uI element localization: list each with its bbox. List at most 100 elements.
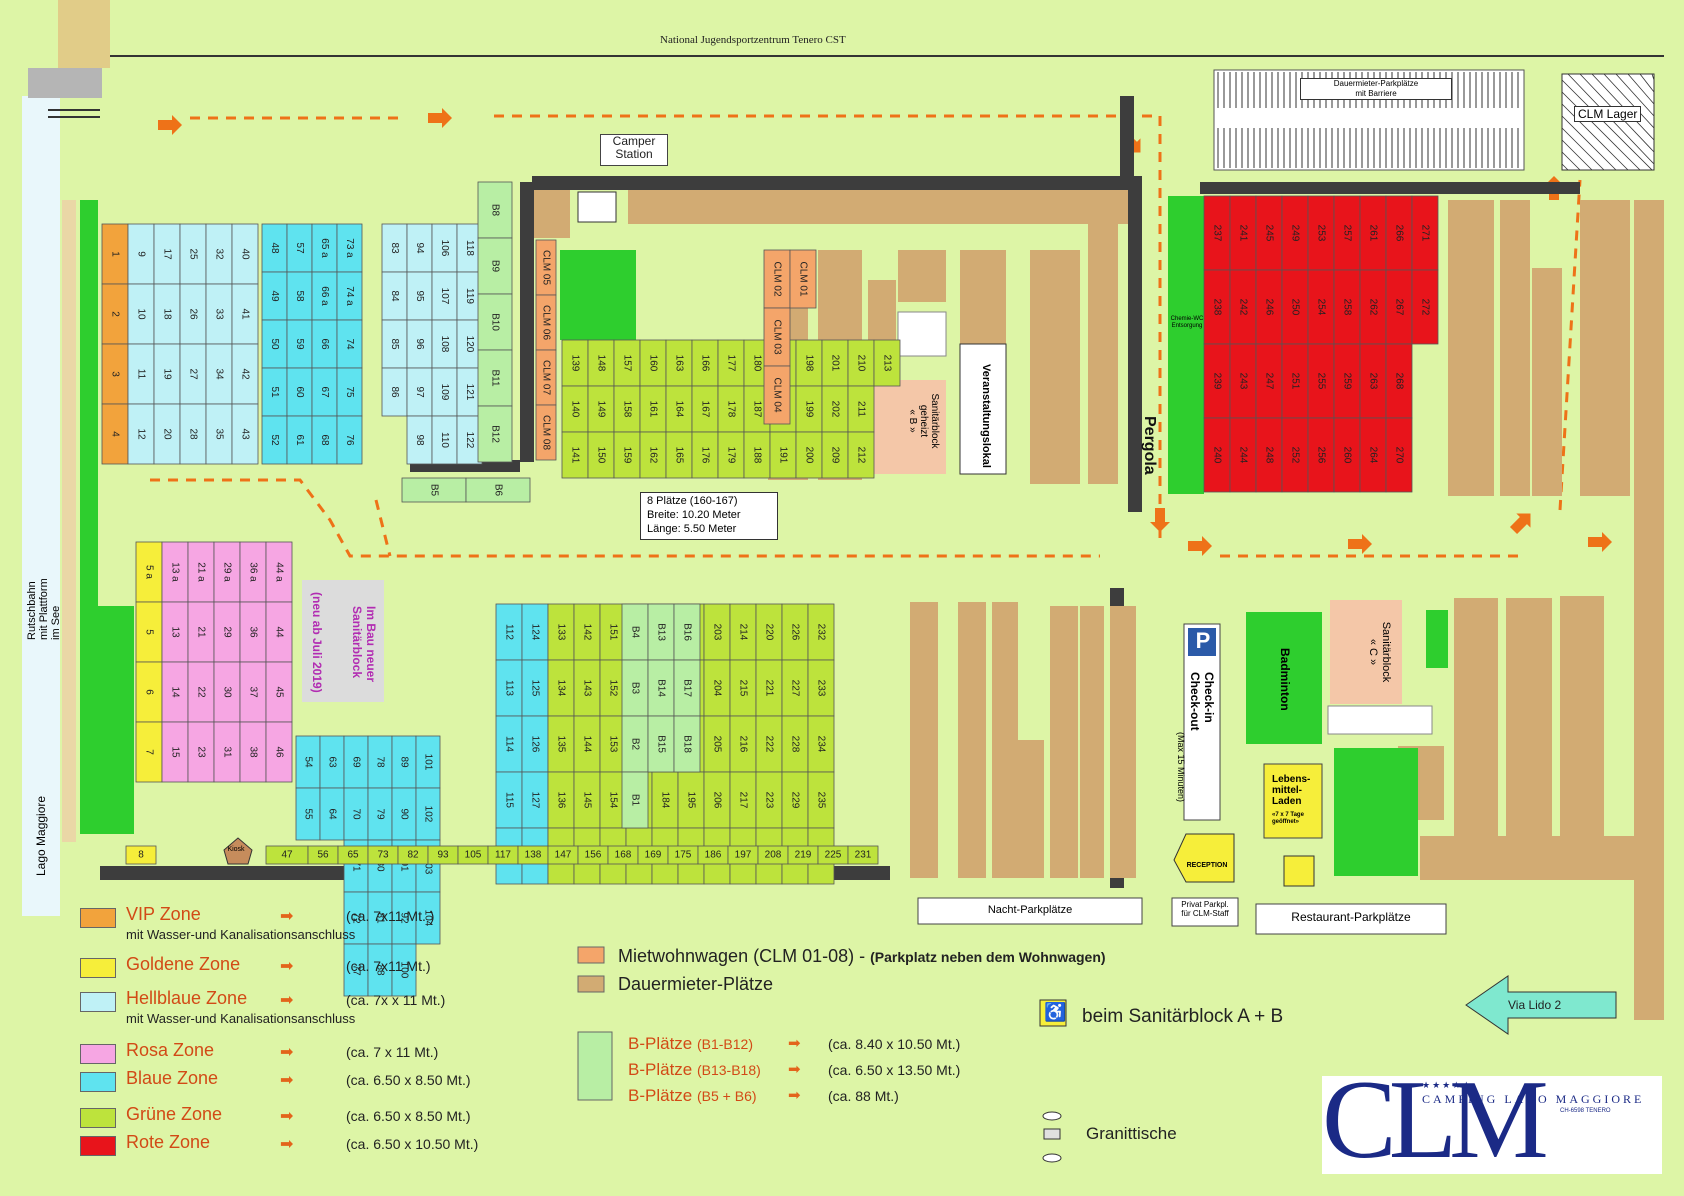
site-54[interactable] bbox=[295, 735, 321, 789]
site-203[interactable] bbox=[703, 603, 731, 661]
site-235[interactable] bbox=[807, 771, 835, 829]
site-228[interactable] bbox=[781, 715, 809, 773]
site-73-a[interactable] bbox=[336, 223, 363, 273]
site-127[interactable] bbox=[521, 771, 549, 829]
site-98[interactable] bbox=[406, 415, 433, 465]
site-115[interactable] bbox=[495, 771, 523, 829]
site-74-a[interactable] bbox=[336, 271, 363, 321]
site-209[interactable] bbox=[821, 431, 849, 479]
site-B15[interactable] bbox=[647, 715, 675, 773]
site-158[interactable] bbox=[613, 385, 641, 433]
site-164[interactable] bbox=[665, 385, 693, 433]
site-CLM-02[interactable] bbox=[763, 249, 791, 309]
site-268[interactable] bbox=[1385, 343, 1413, 419]
site-25[interactable] bbox=[179, 223, 207, 285]
site-10[interactable] bbox=[127, 283, 155, 345]
site-112[interactable] bbox=[495, 603, 523, 661]
site-7[interactable] bbox=[135, 721, 163, 783]
site-263[interactable] bbox=[1359, 343, 1387, 419]
site-260[interactable] bbox=[1333, 417, 1361, 493]
site-95[interactable] bbox=[406, 271, 433, 321]
site-100[interactable] bbox=[391, 943, 417, 997]
site-75[interactable] bbox=[336, 367, 363, 417]
site-44[interactable] bbox=[265, 601, 293, 663]
site-264[interactable] bbox=[1359, 417, 1387, 493]
site-251[interactable] bbox=[1281, 343, 1309, 419]
site-114[interactable] bbox=[495, 715, 523, 773]
site-160[interactable] bbox=[639, 339, 667, 387]
site-22[interactable] bbox=[187, 661, 215, 723]
site-11[interactable] bbox=[127, 343, 155, 405]
site-59[interactable] bbox=[286, 319, 313, 369]
site-B18[interactable] bbox=[673, 715, 701, 773]
site-231[interactable] bbox=[847, 845, 879, 865]
site-161[interactable] bbox=[639, 385, 667, 433]
site-79[interactable] bbox=[367, 787, 393, 841]
site-CLM-01[interactable] bbox=[789, 249, 817, 309]
site-B14[interactable] bbox=[647, 659, 675, 717]
site-141[interactable] bbox=[561, 431, 589, 479]
site-227[interactable] bbox=[781, 659, 809, 717]
site-159[interactable] bbox=[613, 431, 641, 479]
site-78[interactable] bbox=[367, 735, 393, 789]
site-107[interactable] bbox=[431, 271, 458, 321]
site-125[interactable] bbox=[521, 659, 549, 717]
site-266[interactable] bbox=[1385, 195, 1413, 271]
site-5-a[interactable] bbox=[135, 541, 163, 603]
site-4[interactable] bbox=[101, 403, 129, 465]
site-B5[interactable] bbox=[401, 477, 467, 503]
site-261[interactable] bbox=[1359, 195, 1387, 271]
site-64[interactable] bbox=[319, 787, 345, 841]
site-223[interactable] bbox=[755, 771, 783, 829]
site-191[interactable] bbox=[769, 431, 797, 479]
site-109[interactable] bbox=[431, 367, 458, 417]
site-70[interactable] bbox=[343, 787, 369, 841]
site-76[interactable] bbox=[336, 415, 363, 465]
site-102[interactable] bbox=[415, 787, 441, 841]
site-213[interactable] bbox=[873, 339, 901, 387]
site-B4[interactable] bbox=[621, 603, 649, 661]
site-B11[interactable] bbox=[477, 349, 513, 407]
site-206[interactable] bbox=[703, 771, 731, 829]
site-B12[interactable] bbox=[477, 405, 513, 463]
site-113[interactable] bbox=[495, 659, 523, 717]
site-252[interactable] bbox=[1281, 417, 1309, 493]
site-46[interactable] bbox=[265, 721, 293, 783]
site-178[interactable] bbox=[717, 385, 745, 433]
site-13-a[interactable] bbox=[161, 541, 189, 603]
site-270[interactable] bbox=[1385, 417, 1413, 493]
site-63[interactable] bbox=[319, 735, 345, 789]
site-256[interactable] bbox=[1307, 417, 1335, 493]
site-55[interactable] bbox=[295, 787, 321, 841]
site-40[interactable] bbox=[231, 223, 259, 285]
site-13[interactable] bbox=[161, 601, 189, 663]
site-165[interactable] bbox=[665, 431, 693, 479]
site-238[interactable] bbox=[1203, 269, 1231, 345]
site-135[interactable] bbox=[547, 715, 575, 773]
site-CLM-08[interactable] bbox=[535, 404, 557, 461]
site-66-a[interactable] bbox=[311, 271, 338, 321]
site-30[interactable] bbox=[213, 661, 241, 723]
site-20[interactable] bbox=[153, 403, 181, 465]
site-221[interactable] bbox=[755, 659, 783, 717]
site-104[interactable] bbox=[415, 891, 441, 945]
site-81[interactable] bbox=[367, 891, 393, 945]
site-267[interactable] bbox=[1385, 269, 1413, 345]
site-15[interactable] bbox=[161, 721, 189, 783]
site-37[interactable] bbox=[239, 661, 267, 723]
site-232[interactable] bbox=[807, 603, 835, 661]
site-272[interactable] bbox=[1411, 269, 1439, 345]
site-B3[interactable] bbox=[621, 659, 649, 717]
site-176[interactable] bbox=[691, 431, 719, 479]
site-214[interactable] bbox=[729, 603, 757, 661]
site-205[interactable] bbox=[703, 715, 731, 773]
site-50[interactable] bbox=[261, 319, 288, 369]
site-96[interactable] bbox=[406, 319, 433, 369]
site-108[interactable] bbox=[431, 319, 458, 369]
site-249[interactable] bbox=[1281, 195, 1309, 271]
site-41[interactable] bbox=[231, 283, 259, 345]
site-8[interactable] bbox=[125, 845, 157, 865]
site-245[interactable] bbox=[1255, 195, 1283, 271]
site-17[interactable] bbox=[153, 223, 181, 285]
site-B13[interactable] bbox=[647, 603, 675, 661]
